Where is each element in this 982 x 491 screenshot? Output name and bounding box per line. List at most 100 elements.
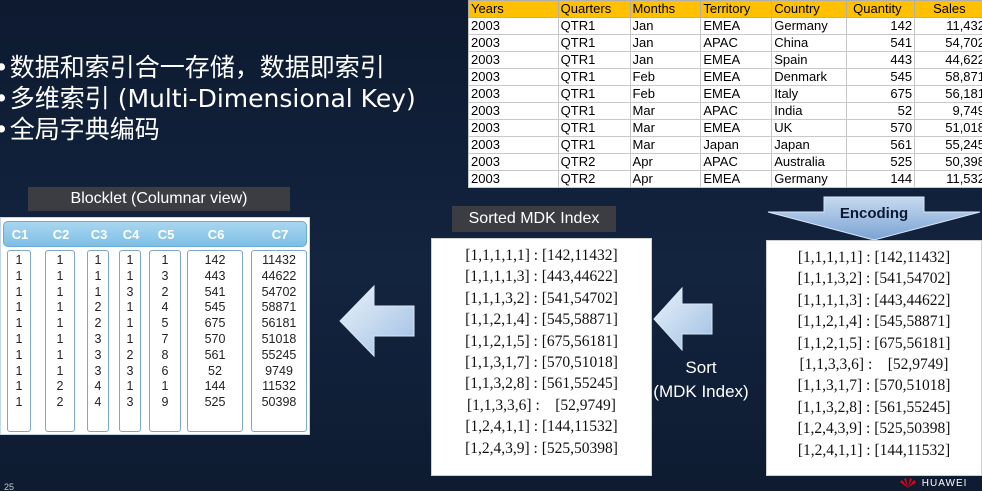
- table-cell: 44,622: [914, 51, 982, 69]
- column-value: 1: [94, 268, 102, 283]
- column-value: 1: [56, 347, 64, 362]
- column-value: 6: [161, 363, 169, 378]
- table-cell: 2003: [468, 68, 559, 86]
- table-cell: EMEA: [700, 68, 773, 86]
- column-value: 1: [15, 300, 23, 315]
- table-cell: Japan: [771, 136, 848, 154]
- table-cell: EMEA: [700, 119, 773, 137]
- table-cell: Mar: [629, 136, 702, 154]
- column-value: 1: [15, 268, 23, 283]
- column-value: 525: [204, 395, 226, 410]
- table-cell: APAC: [700, 153, 773, 171]
- column-value: 2: [126, 347, 134, 362]
- column-value: 50398: [261, 395, 297, 410]
- mdk-row: [1,1,1,1,3] : [443,44622]: [465, 268, 618, 286]
- column-value: 1: [56, 363, 64, 378]
- column-value: 1: [161, 379, 169, 394]
- column-header-c2: C2: [52, 227, 70, 242]
- table-header-row: Years Quarters Months Territory Country …: [468, 0, 982, 18]
- sorted-mdk-index-box: [1,1,1,1,1] : [142,11432] [1,1,1,1,3] : […: [431, 238, 652, 476]
- table-cell: 570: [846, 119, 916, 137]
- page-number: 25: [4, 482, 15, 491]
- column-value: 3: [126, 363, 134, 378]
- bullet-item: •多维索引 (Multi-Dimensional Key): [0, 84, 416, 113]
- column-value: 3: [161, 268, 169, 283]
- column-value: 5: [161, 316, 169, 331]
- header-quantity: Quantity: [846, 0, 916, 18]
- encoded-mdk-box: [1,1,1,1,1] : [142,11432][1,1,1,3,2] : […: [766, 240, 982, 476]
- mdk-row: [1,1,2,1,4] : [545,58871]: [797, 313, 951, 331]
- column-value: 3: [126, 395, 134, 410]
- table-cell: 2003: [468, 51, 559, 69]
- table-cell: 9,749: [914, 102, 982, 120]
- table-cell: Mar: [629, 119, 702, 137]
- column-value: 1: [15, 331, 23, 346]
- huawei-logo: HUAWEI: [898, 478, 967, 489]
- column-value: 545: [204, 300, 226, 315]
- column-value: 443: [204, 268, 226, 283]
- table-cell: QTR1: [557, 119, 631, 137]
- mdk-row: [1,1,1,1,1] : [142,11432]: [465, 247, 618, 264]
- mdk-row: [1,2,4,1,1] : [144,11532]: [797, 441, 951, 459]
- table-cell: 2003: [468, 170, 559, 188]
- table-cell: 142: [846, 17, 916, 35]
- column-value: 3: [94, 347, 102, 362]
- table-cell: Australia: [771, 153, 848, 171]
- column-value: 570: [204, 331, 226, 346]
- column-value: 1: [56, 253, 64, 267]
- column-header-c7: C7: [271, 227, 289, 242]
- table-cell: Spain: [771, 51, 848, 69]
- table-cell: QTR1: [557, 17, 631, 35]
- header-country: Country: [771, 0, 848, 18]
- huawei-logo-icon: [900, 478, 916, 489]
- mdk-row: [1,1,1,3,2] : [541,54702]: [797, 270, 951, 288]
- sort-label: Sort (MDK Index): [653, 358, 749, 401]
- table-cell: APAC: [700, 102, 773, 120]
- table-cell: Germany: [771, 17, 848, 35]
- table-cell: 2003: [468, 34, 559, 52]
- bullet-list: •数据和索引合一存储，数据即索引 •多维索引 (Multi-Dimensiona…: [0, 52, 416, 145]
- mdk-row: [1,1,3,2,8] : [561,55245]: [797, 398, 951, 416]
- table-cell: Japan: [700, 136, 773, 154]
- table-cell: 55,245: [914, 136, 982, 154]
- table-cell: Apr: [629, 153, 702, 171]
- column-value: 1: [94, 253, 102, 267]
- table-cell: Jan: [629, 17, 702, 35]
- source-data-table: Years Quarters Months Territory Country …: [468, 0, 982, 188]
- column-value: 1: [126, 379, 134, 394]
- column-value: 144: [204, 379, 226, 394]
- column-value: 1: [126, 316, 134, 331]
- column-value: 9: [161, 395, 169, 410]
- table-cell: UK: [771, 119, 848, 137]
- column-value: 1: [94, 284, 102, 299]
- column-value: 4: [161, 300, 169, 315]
- table-cell: Jan: [629, 34, 702, 52]
- down-arrow-icon: [767, 196, 981, 241]
- header-months: Months: [629, 0, 702, 18]
- column-value: 54702: [261, 284, 297, 299]
- mdk-row: [1,1,3,2,8] : [561,55245]: [465, 375, 618, 393]
- column-value: 1: [126, 331, 134, 346]
- table-cell: Feb: [629, 68, 702, 86]
- column-value: 1: [15, 316, 23, 331]
- mdk-row: [1,1,3,3,6] : [52,9749]: [467, 396, 616, 414]
- mdk-row: [1,1,2,1,5] : [675,56181]: [465, 332, 618, 350]
- column-value: 4: [94, 395, 102, 410]
- column-value: 1: [56, 316, 64, 331]
- mdk-row: [1,1,3,3,6] : [52,9749]: [799, 355, 949, 373]
- column-value: 8: [161, 347, 169, 362]
